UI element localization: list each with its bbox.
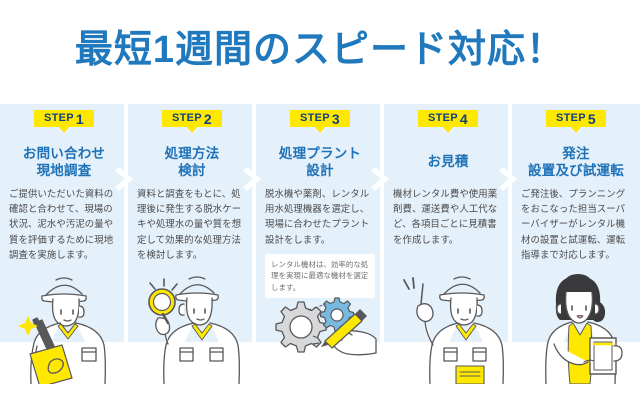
page-title: 最短1週間のスピード対応！ [74, 29, 566, 71]
step-separator-1 [115, 166, 137, 192]
step-badge-wrap-5: STEP 5 [512, 110, 640, 136]
step-illustration-5 [512, 264, 640, 384]
step-badge-label-5: STEP [555, 112, 586, 124]
step-badge-number-5: 5 [587, 110, 597, 127]
step-illustration-4 [384, 264, 512, 384]
step-badge-wrap-4: STEP 4 [384, 110, 512, 136]
step-heading-line1-1: お問い合わせ [22, 145, 106, 161]
step-column-4: STEP 4 お見積 機材レンタル費や使用薬剤費、運送費や人工代など、各項目ごと… [384, 104, 517, 384]
step-column-5: STEP 5 発注 設置及び試運転 ご発注後、プランニングをおこなった担当スーパ… [512, 104, 640, 384]
step-badge-number-3: 3 [331, 110, 341, 127]
step-heading-line2-5: 設置及び試運転 [528, 163, 624, 178]
step-column-3: STEP 3 処理プラント 設計 脱水機や薬剤、レンタル用水処理機器を選定し、現… [256, 104, 389, 356]
step-separator-2 [243, 166, 265, 192]
chevron-right-icon [115, 167, 133, 191]
step-badge-wrap-2: STEP 2 [128, 110, 256, 136]
step-badge-number-2: 2 [203, 110, 213, 127]
step-badge-label-1: STEP [43, 112, 74, 124]
step-badge-label-4: STEP [427, 112, 458, 124]
step-badge-2: STEP 2 [161, 110, 223, 133]
step-heading-line1-3: 処理プラント [278, 145, 362, 161]
step-badge-5: STEP 5 [545, 110, 607, 133]
woman-with-tablet-icon [545, 274, 623, 384]
large-gear-icon [275, 301, 327, 353]
step-body-1: ご提供いただいた資料の確認と合わせて、現場の状況、泥水や汚泥の量や質を評価するた… [9, 188, 114, 260]
step-body-5: ご発注後、プランニングをおこなった担当スーパーバイザーがレンタル機材の設置と試運… [521, 188, 626, 260]
step-heading-line1-2: 処理方法 [164, 145, 220, 161]
step-heading-line2-2: 検討 [178, 163, 206, 178]
step-badge-4: STEP 4 [417, 110, 479, 133]
step-heading-5: 発注 設置及び試運転 [512, 144, 640, 180]
step-badge-number-4: 4 [459, 110, 469, 127]
step-badge-number-1: 1 [75, 110, 85, 127]
step-column-1: STEP 1 お問い合わせ 現地調査 ご提供いただいた資料の確認と合わせて、現場… [0, 104, 133, 384]
step-badge-1: STEP 1 [33, 110, 95, 133]
step-heading-3: 処理プラント 設計 [256, 144, 384, 180]
step-separator-3 [371, 166, 393, 192]
chevron-right-icon [243, 167, 261, 191]
step-badge-wrap-1: STEP 1 [0, 110, 128, 136]
worker-pointing-up-icon [403, 276, 504, 384]
gears-and-hand-with-pencil-icon [275, 297, 377, 356]
step-heading-2: 処理方法 検討 [128, 144, 256, 180]
step-badge-3: STEP 3 [289, 110, 351, 133]
sparkle-icon [18, 316, 38, 336]
worker-with-clipboard-and-pen-icon [18, 277, 106, 384]
step-heading-line2-3: 設計 [306, 163, 334, 178]
chevron-right-icon [499, 167, 517, 191]
step-badge-label-2: STEP [171, 112, 202, 124]
worker-with-magnifying-glass-icon [148, 276, 240, 384]
pencil-icon [321, 309, 367, 349]
step-column-2: STEP 2 処理方法 検討 資料と調査をもとに、処理後に発生する脱水ケーキや処… [128, 104, 261, 384]
step-heading-line1-5: 発注 [562, 145, 590, 161]
chevron-right-icon [371, 167, 389, 191]
step-body-4: 機材レンタル費や使用薬剤費、運送費や人工代など、各項目ごとに見積書を作成します。 [393, 188, 498, 245]
step-separator-4 [499, 166, 521, 192]
step-heading-line2-1: 現地調査 [36, 163, 92, 178]
step-illustration-3 [256, 264, 384, 384]
step-illustration-2 [128, 264, 256, 384]
step-badge-label-3: STEP [299, 112, 330, 124]
step-note-3: レンタル機材は、効率的な処理を実現に最適な機材を選定します。 [265, 253, 375, 299]
step-heading-1: お問い合わせ 現地調査 [0, 144, 128, 180]
steps-container: STEP 1 お問い合わせ 現地調査 ご提供いただいた資料の確認と合わせて、現場… [0, 104, 640, 384]
step-illustration-1 [0, 264, 128, 384]
step-heading-4: お見積 [384, 144, 512, 180]
step-badge-wrap-3: STEP 3 [256, 110, 384, 136]
step-body-3: 脱水機や薬剤、レンタル用水処理機器を選定し、現場に合わせたプラント設計をします。 [265, 188, 370, 245]
step-heading-line1-4: お見積 [427, 154, 469, 170]
step-body-2: 資料と調査をもとに、処理後に発生する脱水ケーキや処理水の量や質を想定して効果的な… [137, 188, 242, 260]
